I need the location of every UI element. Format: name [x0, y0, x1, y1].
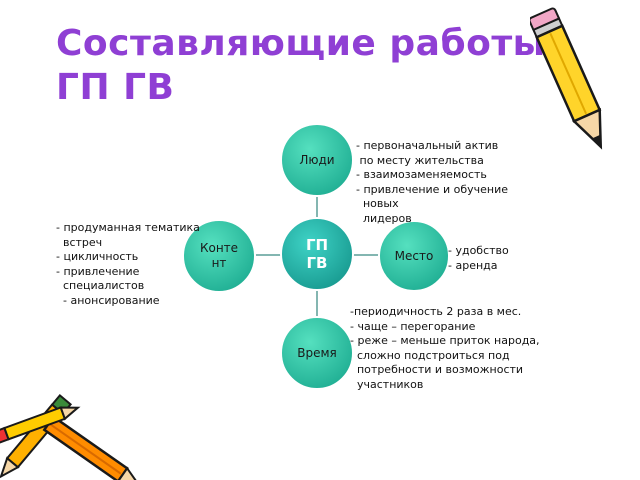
notes-time: -периодичность 2 раза в мес. - чаще – пе… — [350, 305, 540, 392]
node-people — [280, 123, 354, 197]
node-place — [378, 220, 450, 292]
note-line: - удобство — [448, 244, 509, 257]
note-line: - привлечение и обучение — [356, 182, 508, 196]
pencil-icon — [530, 7, 603, 150]
note-line: - чаще – перегорание — [350, 319, 476, 333]
note-line: участников — [350, 377, 424, 391]
pencil-icon — [0, 393, 144, 480]
note-line: потребности и возможности — [350, 363, 524, 376]
note-line: - цикличность — [56, 250, 139, 263]
note-line: встреч — [56, 235, 103, 249]
note-line: - продуманная тематика — [56, 221, 200, 234]
note-line: новых — [356, 197, 399, 210]
note-line: - первоначальный актив — [356, 139, 499, 152]
note-line: - привлечение — [56, 264, 140, 278]
node-center — [280, 217, 354, 291]
note-line: - взаимозаменяемость — [356, 168, 487, 181]
slide-title-line-1: Составляющие работы — [56, 23, 546, 64]
note-line: специалистов — [56, 279, 145, 292]
note-line: - реже – меньше приток народа, — [350, 334, 540, 347]
node-time — [280, 316, 354, 390]
notes-people: - первоначальный актив по месту жительст… — [356, 139, 508, 226]
note-line: - аренда — [448, 258, 498, 272]
note-line: по месту жительства — [356, 153, 484, 167]
note-line: - анонсирование — [56, 293, 160, 307]
node-content — [182, 219, 256, 293]
notes-content: - продуманная тематика встреч - циклично… — [56, 221, 200, 308]
note-line: сложно подстроиться под — [350, 348, 510, 362]
note-line: -периодичность 2 раза в мес. — [350, 305, 522, 318]
notes-place: - удобство - аренда — [448, 244, 509, 273]
slide-title: Составляющие работы ГП ГВ — [56, 22, 546, 110]
slide-title-line-2: ГП ГВ — [56, 67, 175, 108]
note-line: лидеров — [356, 211, 412, 225]
